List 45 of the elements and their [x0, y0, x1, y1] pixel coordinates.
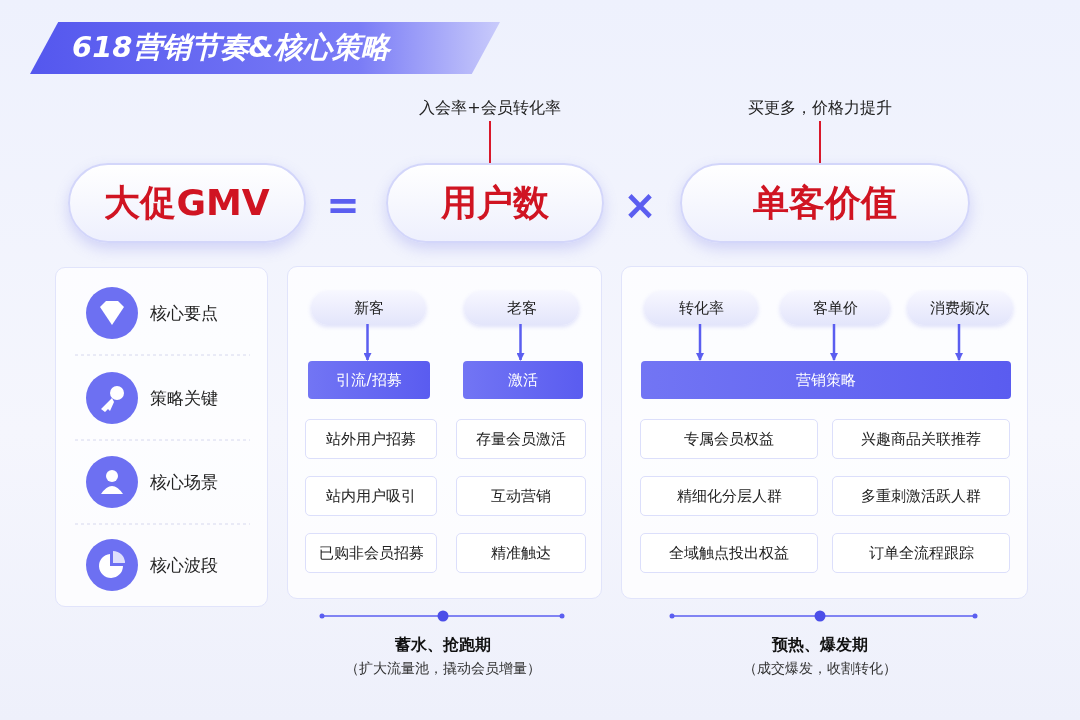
- item-box: 专属会员权益: [640, 419, 818, 459]
- item-box: 兴趣商品关联推荐: [832, 419, 1010, 459]
- note-text: 买更多，价格力提升: [720, 95, 920, 121]
- phase-note: （成交爆发，收割转化）: [742, 659, 898, 678]
- formula-pill: 大促GMV: [68, 163, 306, 243]
- equals-sign: =: [325, 181, 361, 230]
- item-box: 订单全流程跟踪: [832, 533, 1010, 573]
- item-box: 精准触达: [456, 533, 586, 573]
- times-sign: ×: [622, 181, 658, 230]
- phase-title: 预热、爆发期: [770, 633, 869, 656]
- row-label: 核心波段: [150, 553, 219, 577]
- item-box: 互动营销: [456, 476, 586, 516]
- item-box: 精细化分层人群: [640, 476, 818, 516]
- tag-pill: 消费频次: [907, 291, 1013, 325]
- panel-card: [287, 266, 602, 599]
- arrow: [516, 324, 525, 361]
- arrow: [955, 324, 963, 361]
- tag-pill: 转化率: [644, 291, 758, 325]
- tag-pill: 新客: [311, 291, 426, 325]
- item-box: 存量会员激活: [456, 419, 586, 459]
- tag-pill: 老客: [464, 291, 579, 325]
- strategy-box: 引流/招募: [308, 361, 430, 399]
- item-box: 站外用户招募: [305, 419, 437, 459]
- title-banner: 618营销节奏&核心策略: [30, 22, 500, 74]
- arrow: [696, 324, 704, 361]
- strategy-box: 激活: [463, 361, 583, 399]
- item-box: 全域触点投出权益: [640, 533, 818, 573]
- arrow: [363, 324, 372, 361]
- row-label: 策略关键: [150, 386, 219, 410]
- phase-note: （扩大流量池，撬动会员增量）: [344, 659, 542, 678]
- strategy-box: 营销策略: [641, 361, 1011, 399]
- row-label: 核心场景: [150, 470, 219, 494]
- panel-card: [621, 266, 1028, 599]
- note-text: 入会率+会员转化率: [395, 95, 585, 121]
- item-box: 已购非会员招募: [305, 533, 437, 573]
- tag-pill: 客单价: [780, 291, 890, 325]
- item-box: 多重刺激活跃人群: [832, 476, 1010, 516]
- item-box: 站内用户吸引: [305, 476, 437, 516]
- formula-pill: 单客价值: [680, 163, 970, 243]
- leader-line: [489, 120, 491, 164]
- phase-title: 蓄水、抢跑期: [394, 633, 492, 656]
- arrow: [830, 324, 838, 361]
- leader-line: [819, 120, 821, 164]
- row-label: 核心要点: [150, 301, 219, 325]
- formula-pill: 用户数: [386, 163, 604, 243]
